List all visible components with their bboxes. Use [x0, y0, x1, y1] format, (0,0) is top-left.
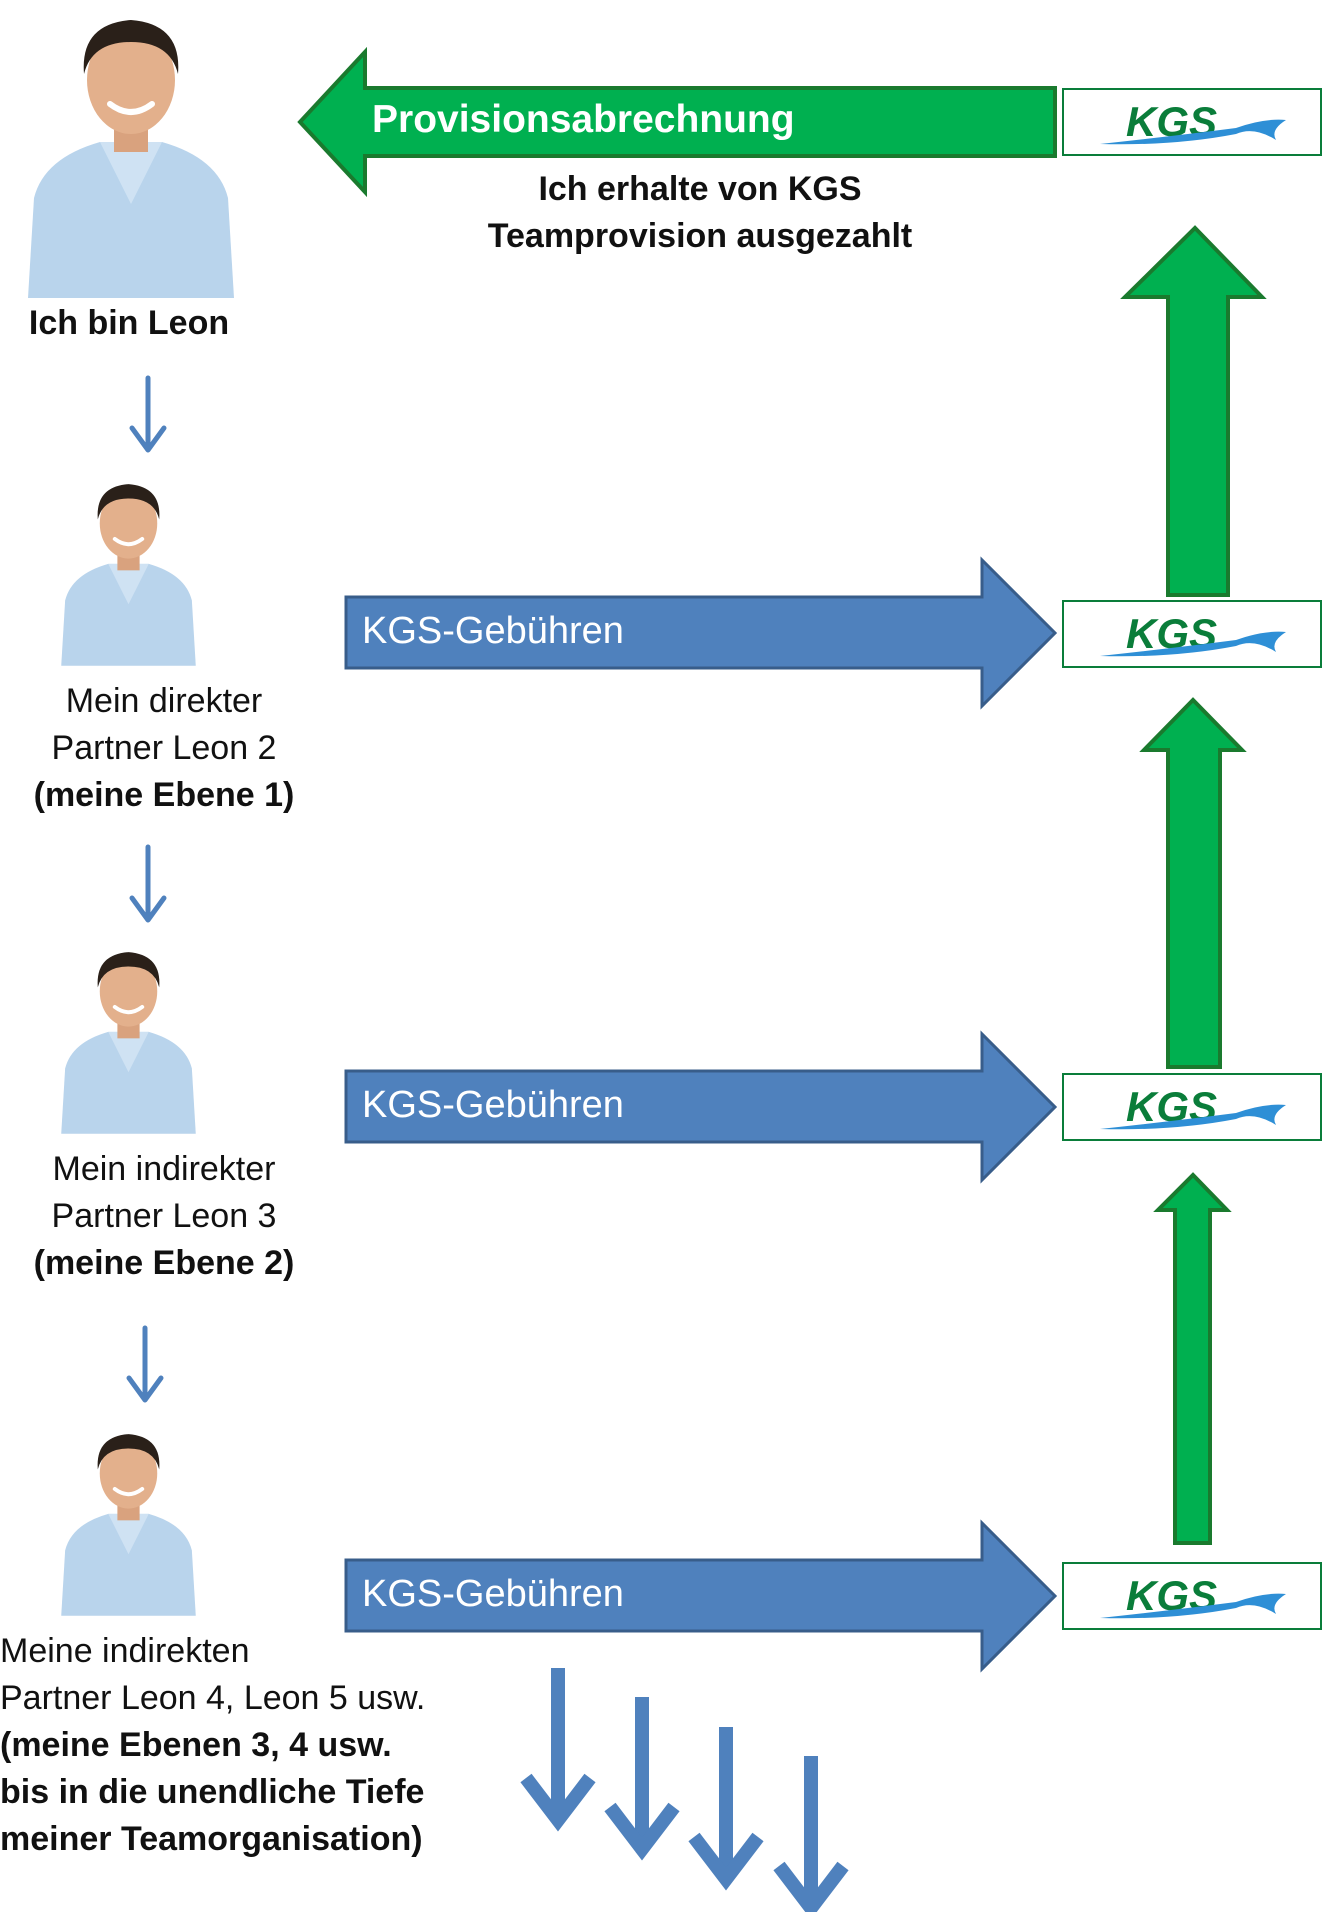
level-3-bold-3: meiner Teamorganisation)	[0, 1820, 423, 1858]
level-2-line-2: Partner Leon 3	[51, 1197, 277, 1235]
level-2-line-1: Mein indirekter	[52, 1150, 276, 1188]
depth-arrow-1	[520, 1668, 596, 1832]
fee-arrow-1	[344, 556, 1058, 710]
person-label-level-2: Mein indirekter Partner Leon 3 (meine Eb…	[0, 1146, 328, 1287]
payout-text: Ich erhalte von KGS Teamprovision ausgez…	[410, 166, 990, 260]
kgs-logo: KGS	[1100, 98, 1286, 145]
kgs-logo-box: KGS	[1062, 600, 1322, 668]
up-arrow-2	[1139, 697, 1247, 1069]
kgs-logo: KGS	[1100, 1083, 1286, 1130]
kgs-logo: KGS	[1100, 610, 1286, 657]
person-photo-leon-4	[61, 1434, 196, 1616]
commission-arrow	[297, 46, 1057, 198]
depth-arrow-3	[688, 1727, 764, 1891]
level-3-bold-1: (meine Ebenen 3, 4 usw.	[0, 1726, 392, 1764]
person-label-level-1: Mein direkter Partner Leon 2 (meine Eben…	[0, 678, 328, 819]
arrow-down-icon	[129, 844, 167, 923]
fee-arrow-2	[344, 1030, 1058, 1184]
arrow-down-icon	[129, 375, 167, 453]
level-2-bold: (meine Ebene 2)	[33, 1244, 295, 1282]
level-1-line-1: Mein direkter	[65, 682, 263, 720]
level-3-line-1: Meine indirekten	[0, 1632, 250, 1670]
kgs-logo-box: KGS	[1062, 88, 1322, 156]
person-photo-leon-2	[61, 484, 196, 666]
kgs-logo-box: KGS	[1062, 1562, 1322, 1630]
up-arrow-3	[1153, 1172, 1232, 1545]
level-3-bold-2: bis in die unendliche Tiefe	[0, 1773, 425, 1811]
person-photo-leon-3	[61, 952, 196, 1134]
depth-arrow-2	[604, 1697, 680, 1861]
commission-arrow-label: Provisionsabrechnung	[372, 98, 795, 141]
person-photo-leon	[28, 20, 234, 298]
kgs-logo-box: KGS	[1062, 1073, 1322, 1141]
depth-arrow-4	[773, 1756, 849, 1912]
level-1-line-2: Partner Leon 2	[51, 729, 277, 767]
fee-label-3: KGS-Gebühren	[362, 1573, 624, 1615]
arrow-down-icon	[126, 1325, 164, 1403]
fee-label-1: KGS-Gebühren	[362, 610, 624, 652]
payout-line-2: Teamprovision ausgezahlt	[487, 217, 913, 255]
up-arrow-1	[1120, 225, 1267, 597]
level-1-bold: (meine Ebene 1)	[33, 776, 295, 814]
kgs-logo: KGS	[1100, 1572, 1286, 1619]
person-label-level-3: Meine indirekten Partner Leon 4, Leon 5 …	[0, 1628, 520, 1863]
person-label-leon: Ich bin Leon	[28, 304, 230, 342]
level-3-line-2: Partner Leon 4, Leon 5 usw.	[0, 1679, 426, 1717]
fee-label-2: KGS-Gebühren	[362, 1084, 624, 1126]
fee-arrow-3	[344, 1519, 1058, 1673]
payout-line-1: Ich erhalte von KGS	[538, 170, 862, 208]
